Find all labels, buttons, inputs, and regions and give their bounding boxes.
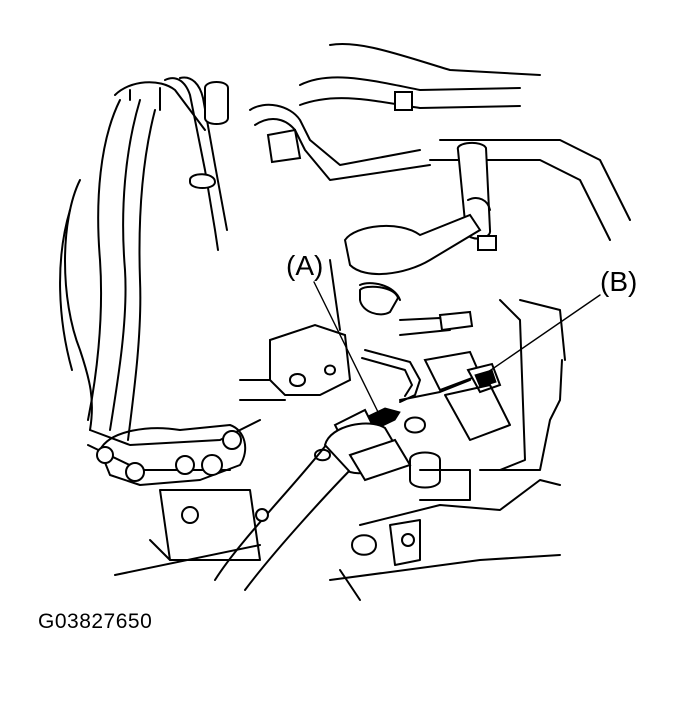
- upper-pipes: [164, 43, 631, 251]
- flange-bolts: [96, 424, 269, 576]
- lower-right-block: [329, 299, 566, 601]
- callout-a-label: (A): [286, 250, 324, 281]
- connector-b: [423, 299, 526, 471]
- leader-line-b: [487, 294, 601, 373]
- figure-id-label: G03827650: [38, 610, 153, 633]
- center-bracket: [239, 323, 352, 401]
- callout-b-label: (B): [600, 266, 638, 297]
- lower-hose: [214, 416, 471, 591]
- leader-line-a: [313, 281, 379, 413]
- intake-manifold: [59, 81, 261, 471]
- center-pipe: [329, 213, 482, 336]
